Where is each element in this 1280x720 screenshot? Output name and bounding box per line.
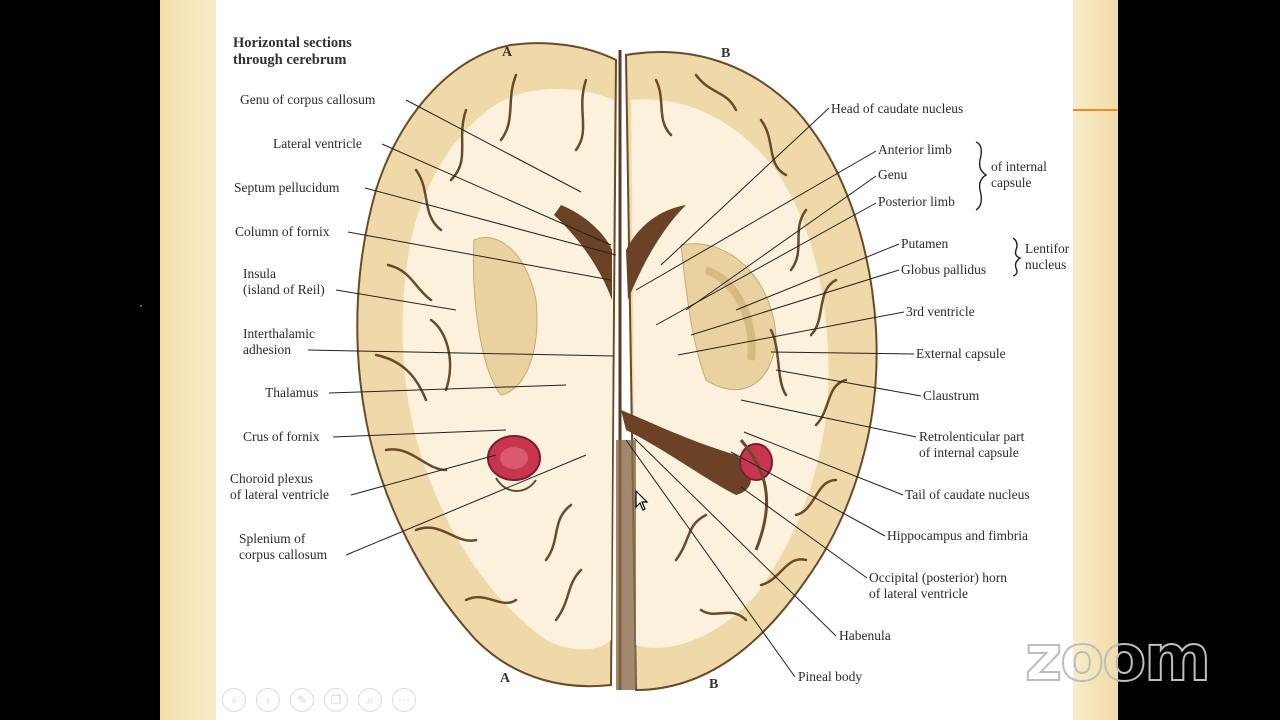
label-lentiform-nucleus: Lentifor nucleus: [1025, 241, 1069, 273]
zoom-icon[interactable]: ⌕: [358, 688, 382, 712]
label-external-capsule: External capsule: [916, 346, 1006, 361]
title-line-2: through cerebrum: [233, 52, 347, 68]
label-habenula: Habenula: [839, 628, 891, 643]
label-retrolenticular-line-1: Retrolenticular part: [919, 429, 1025, 444]
label-posterior-limb: Posterior limb: [878, 194, 955, 209]
label-tail-of-caudate-nucleus: Tail of caudate nucleus: [905, 487, 1030, 502]
brain-horizontal-section-illustration: [356, 42, 878, 692]
title-line-1: Horizontal sections: [233, 35, 352, 51]
label-pineal-body: Pineal body: [798, 669, 863, 684]
label-splenium-line-1: Splenium of: [239, 531, 306, 546]
pen-icon[interactable]: ✎: [290, 688, 314, 712]
slide-canvas: Horizontal sections through cerebrum A B…: [216, 0, 1073, 720]
label-septum-pellucidum: Septum pellucidum: [234, 180, 340, 195]
label-anterior-limb: Anterior limb: [878, 142, 952, 157]
label-occipital-horn: Occipital (posterior) horn of lateral ve…: [869, 570, 1007, 602]
mouse-cursor-icon: [635, 490, 649, 511]
section-letter-a-top: A: [502, 45, 513, 60]
label-lateral-ventricle: Lateral ventricle: [273, 136, 362, 151]
slide-title: Horizontal sections through cerebrum: [233, 35, 352, 69]
section-letter-a-bottom: A: [500, 671, 511, 686]
section-letter-b-top: B: [721, 46, 731, 61]
label-retrolenticular-part: Retrolenticular part of internal capsule: [919, 429, 1024, 461]
slide-border-right: [1073, 0, 1118, 720]
presentation-toolbar: ‹ › ✎ ❐ ⌕ ⋯: [222, 688, 416, 712]
label-occipital-line-1: Occipital (posterior) horn: [869, 570, 1007, 585]
label-splenium-of-corpus-callosum: Splenium of corpus callosum: [239, 531, 327, 563]
forward-icon[interactable]: ›: [256, 688, 280, 712]
label-genu-of-corpus-callosum: Genu of corpus callosum: [240, 92, 376, 107]
label-genu: Genu: [878, 167, 908, 182]
label-column-of-fornix: Column of fornix: [235, 224, 330, 239]
label-choroid-line-1: Choroid plexus: [230, 471, 313, 486]
label-internal-capsule-line-2: capsule: [991, 175, 1032, 190]
label-head-of-caudate-nucleus: Head of caudate nucleus: [831, 101, 964, 116]
slide-border-left: [160, 0, 216, 720]
label-occipital-line-2: of lateral ventricle: [869, 586, 968, 601]
label-globus-pallidus: Globus pallidus: [901, 262, 987, 277]
stray-pixel: [140, 305, 142, 307]
label-retrolenticular-line-2: of internal capsule: [919, 445, 1019, 460]
label-thalamus: Thalamus: [265, 385, 319, 400]
label-insula-line-1: Insula: [243, 266, 276, 281]
label-choroid-line-2: of lateral ventricle: [230, 487, 329, 502]
label-hippocampus-and-fimbria: Hippocampus and fimbria: [887, 528, 1028, 543]
label-interthalamic-adhesion: Interthalamic adhesion: [243, 326, 315, 358]
label-splenium-line-2: corpus callosum: [239, 547, 328, 562]
label-of-internal-capsule: of internal capsule: [991, 159, 1047, 191]
label-3rd-ventricle: 3rd ventricle: [906, 304, 975, 319]
more-icon[interactable]: ⋯: [392, 688, 416, 712]
label-putamen: Putamen: [901, 236, 949, 251]
back-icon[interactable]: ‹: [222, 688, 246, 712]
label-claustrum: Claustrum: [923, 388, 980, 403]
copy-icon[interactable]: ❐: [324, 688, 348, 712]
label-choroid-plexus: Choroid plexus of lateral ventricle: [230, 471, 329, 503]
leader-lines: [307, 99, 1022, 678]
accent-line: [1073, 109, 1118, 111]
label-interthalamic-line-2: adhesion: [243, 342, 291, 357]
label-interthalamic-line-1: Interthalamic: [243, 326, 315, 341]
zoom-watermark-logo: zoom: [1024, 621, 1212, 697]
label-insula-line-2: (island of Reil): [243, 282, 325, 297]
label-lentiform-line-1: Lentifor: [1025, 241, 1070, 256]
section-letter-b-bottom: B: [709, 677, 719, 692]
label-lentiform-line-2: nucleus: [1025, 257, 1067, 272]
label-insula: Insula (island of Reil): [243, 266, 325, 298]
label-internal-capsule-line-1: of internal: [991, 159, 1047, 174]
label-crus-of-fornix: Crus of fornix: [243, 429, 320, 444]
